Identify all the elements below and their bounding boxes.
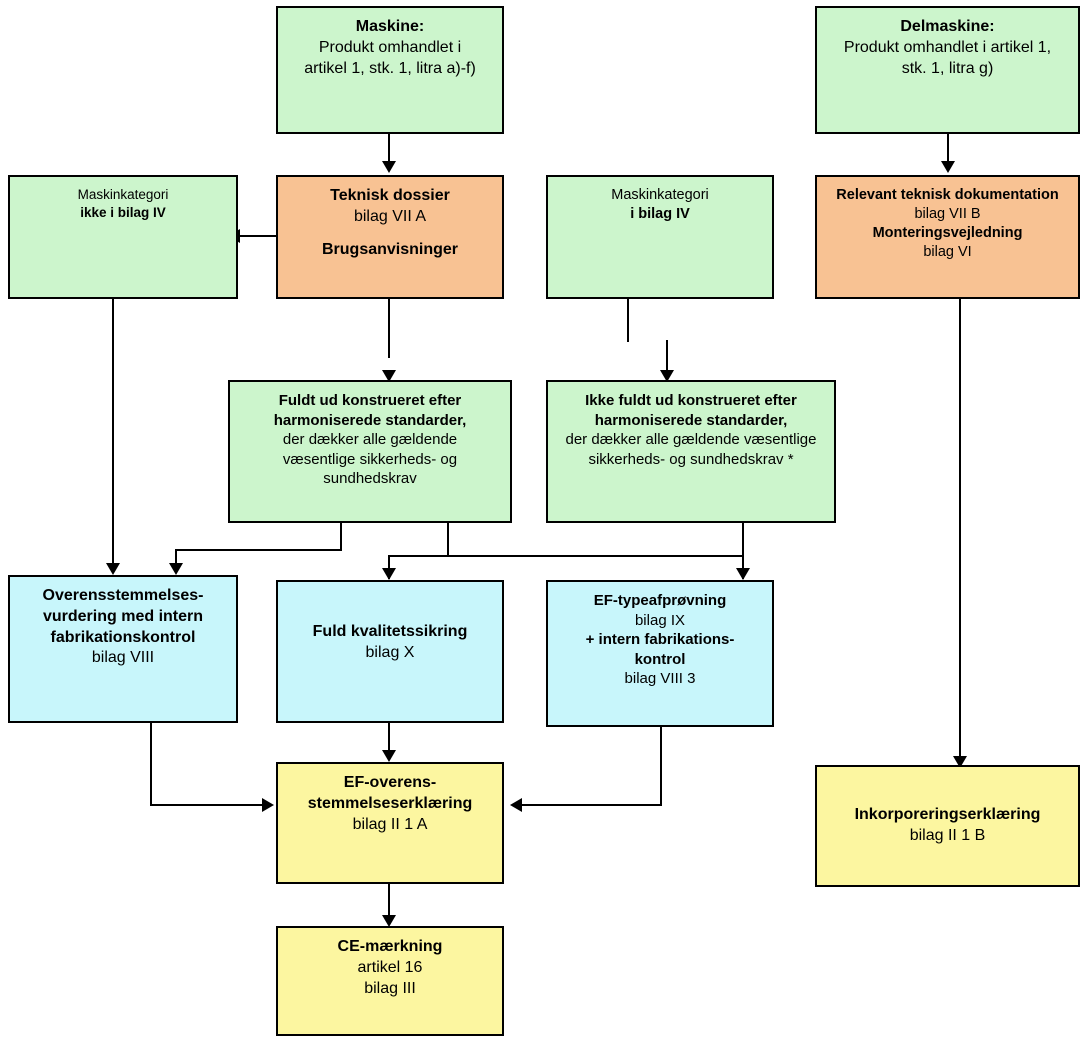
connector-intern-kontrol-down xyxy=(150,721,152,806)
node-kategori-ikke-line2: ikke i bilag IV xyxy=(80,204,166,220)
node-ef-type-line2: bilag IX xyxy=(634,611,686,629)
node-fuldt-ud-line4: væsentlige sikkerheds- og xyxy=(282,450,458,468)
node-relevant-dok-line4: bilag VI xyxy=(923,243,972,260)
node-relevant-dok-line1: Relevant teknisk dokumentation xyxy=(836,187,1059,203)
connector-merge-to-fuld-kvalitet xyxy=(388,555,390,579)
node-ce-line2: artikel 16 xyxy=(357,958,423,976)
connector-relevant-dok-to-inkorporering xyxy=(959,297,961,763)
connector-teknisk-dossier-to-kategori-ikke xyxy=(238,235,276,237)
connector-fuldt-ud-down-center xyxy=(447,521,449,557)
node-intern-kontrol-line3: fabrikationskontrol xyxy=(50,628,196,646)
arrowhead-fuld-kvalitetssikring xyxy=(382,568,396,580)
node-ikke-fuldt-ud-line1: Ikke fuldt ud konstrueret efter xyxy=(585,392,797,409)
connector-ikke-fuldt-ud-down xyxy=(742,521,744,557)
node-maskine-line3: artikel 1, stk. 1, litra a)-f) xyxy=(304,59,476,77)
node-intern-kontrol-line2: vurdering med intern xyxy=(42,607,204,625)
node-ef-type-line4: kontrol xyxy=(634,650,686,668)
node-ef-type-line5: bilag VIII 3 xyxy=(624,670,696,687)
node-ce-maerkning[interactable]: CE-mærkning artikel 16 bilag III xyxy=(276,926,504,1036)
node-ikke-fuldt-ud-line2: harmoniserede standarder, xyxy=(594,411,788,429)
node-relevant-dok-line2: bilag VII B xyxy=(914,205,981,222)
node-delmaskine-line1: Delmaskine: xyxy=(900,18,995,35)
node-relevant-teknisk-dokumentation[interactable]: Relevant teknisk dokumentation bilag VII… xyxy=(815,175,1080,299)
node-kategori-ikke-line1: Maskinkategori xyxy=(77,187,169,202)
node-ce-line1: CE-mærkning xyxy=(337,938,443,955)
node-ef-type-line3: + intern fabrikations- xyxy=(585,631,735,648)
node-maskine-line1: Maskine: xyxy=(355,18,425,35)
node-fuldt-ud-line2: harmoniserede standarder, xyxy=(273,411,467,429)
node-fuldt-ud-line3: der dækker alle gældende xyxy=(282,431,458,448)
connector-merge-bar xyxy=(388,555,744,557)
connector-ef-erklaering-to-ce xyxy=(388,884,390,921)
node-teknisk-dossier[interactable]: Teknisk dossier bilag VII A Brugsanvisni… xyxy=(276,175,504,299)
node-teknisk-dossier-line3: Brugsanvisninger xyxy=(321,240,459,258)
node-intern-kontrol-line4: bilag VIII xyxy=(91,649,155,667)
connector-fuldt-ud-down-left xyxy=(340,521,342,550)
node-maskine-line2: Produkt omhandlet i xyxy=(318,38,462,56)
arrowhead-relevant-dok xyxy=(941,161,955,173)
arrowhead-ce-maerkning xyxy=(382,915,396,927)
node-ef-typeafproevning[interactable]: EF-typeafprøvning bilag IX + intern fabr… xyxy=(546,580,774,727)
arrowhead-ef-erklaering-right xyxy=(510,798,522,812)
node-fuldt-ud-konstrueret[interactable]: Fuldt ud konstrueret efter harmoniserede… xyxy=(228,380,512,523)
node-delmaskine-line2: Produkt omhandlet i artikel 1, xyxy=(843,38,1052,56)
connector-merge-to-ef-type xyxy=(742,555,744,579)
connector-maskine-to-teknisk-dossier xyxy=(388,133,390,169)
node-overensstemmelsesvurdering-intern-fabrikationskontrol[interactable]: Overensstemmelses- vurdering med intern … xyxy=(8,575,238,723)
node-fuld-kvalitet-line1: Fuld kvalitetssikring xyxy=(312,623,468,640)
arrowhead-intern-kontrol-left xyxy=(106,563,120,575)
node-kategori-bilag4-line2: i bilag IV xyxy=(630,205,690,222)
node-fuld-kvalitetssikring[interactable]: Fuld kvalitetssikring bilag X xyxy=(276,580,504,723)
node-ce-line3: bilag III xyxy=(364,979,416,997)
node-inkorporeringserklaering[interactable]: Inkorporeringserklæring bilag II 1 B xyxy=(815,765,1080,887)
node-ef-type-line1: EF-typeafprøvning xyxy=(593,592,727,609)
node-inkorporering-line1: Inkorporeringserklæring xyxy=(854,806,1041,823)
node-teknisk-dossier-line1: Teknisk dossier xyxy=(330,187,450,204)
arrowhead-teknisk-dossier xyxy=(382,161,396,173)
connector-delmaskine-to-relevant-dok xyxy=(947,133,949,169)
arrowhead-ef-erklaering-top xyxy=(382,750,396,762)
arrowhead-ikke-fuldt-ud xyxy=(660,370,674,382)
node-ikke-fuldt-ud-line3: der dækker alle gældende væsentlige xyxy=(565,431,817,448)
connector-kategori-ikke-to-intern-kontrol xyxy=(112,297,114,571)
connector-kategori-bilag4-to-ikke-fuldt-ud xyxy=(666,340,668,372)
node-delmaskine-line3: stk. 1, litra g) xyxy=(901,59,994,77)
node-delmaskine[interactable]: Delmaskine: Produkt omhandlet i artikel … xyxy=(815,6,1080,134)
node-ikke-fuldt-ud-konstrueret[interactable]: Ikke fuldt ud konstrueret efter harmonis… xyxy=(546,380,836,523)
connector-ef-type-down xyxy=(660,727,662,806)
connector-kategori-bilag4-stub xyxy=(627,298,629,342)
node-intern-kontrol-line1: Overensstemmelses- xyxy=(42,587,204,604)
connector-fuld-kvalitet-to-ef-erklaering xyxy=(388,721,390,753)
node-ef-erklaering-line2: stemmelseserklæring xyxy=(307,794,473,812)
connector-intern-kontrol-to-ef-erklaering xyxy=(150,804,262,806)
connector-fuldt-ud-into-intern-kontrol xyxy=(175,549,177,571)
node-maskinkategori-ikke-bilag4[interactable]: Maskinkategori ikke i bilag IV xyxy=(8,175,238,299)
node-teknisk-dossier-line2: bilag VII A xyxy=(353,207,427,225)
node-kategori-bilag4-line1: Maskinkategori xyxy=(611,187,709,203)
node-maskinkategori-i-bilag4[interactable]: Maskinkategori i bilag IV xyxy=(546,175,774,299)
node-ef-erklaering-line1: EF-overens- xyxy=(343,774,437,791)
node-fuldt-ud-line5: sundhedskrav xyxy=(323,470,417,487)
connector-ef-type-to-ef-erklaering xyxy=(522,804,662,806)
node-fuld-kvalitet-line2: bilag X xyxy=(365,643,415,661)
node-ef-erklaering-line3: bilag II 1 A xyxy=(352,815,428,833)
arrowhead-intern-kontrol-right xyxy=(169,563,183,575)
node-ef-overensstemmelseserklaering[interactable]: EF-overens- stemmelseserklæring bilag II… xyxy=(276,762,504,884)
connector-fuldt-ud-left-horizontal xyxy=(175,549,342,551)
node-ikke-fuldt-ud-line4: sikkerheds- og sundhedskrav * xyxy=(588,450,794,468)
node-relevant-dok-line3: Monteringsvejledning xyxy=(872,224,1023,241)
arrowhead-ef-erklaering-left xyxy=(262,798,274,812)
node-fuldt-ud-line1: Fuldt ud konstrueret efter xyxy=(278,392,462,409)
connector-teknisk-dossier-to-fuldt-ud xyxy=(388,298,390,358)
arrowhead-ef-typeafproevning xyxy=(736,568,750,580)
node-maskine[interactable]: Maskine: Produkt omhandlet i artikel 1, … xyxy=(276,6,504,134)
node-teknisk-dossier-spacer xyxy=(278,228,502,240)
arrowhead-fuldt-ud xyxy=(382,370,396,382)
node-inkorporering-line2: bilag II 1 B xyxy=(909,826,986,844)
